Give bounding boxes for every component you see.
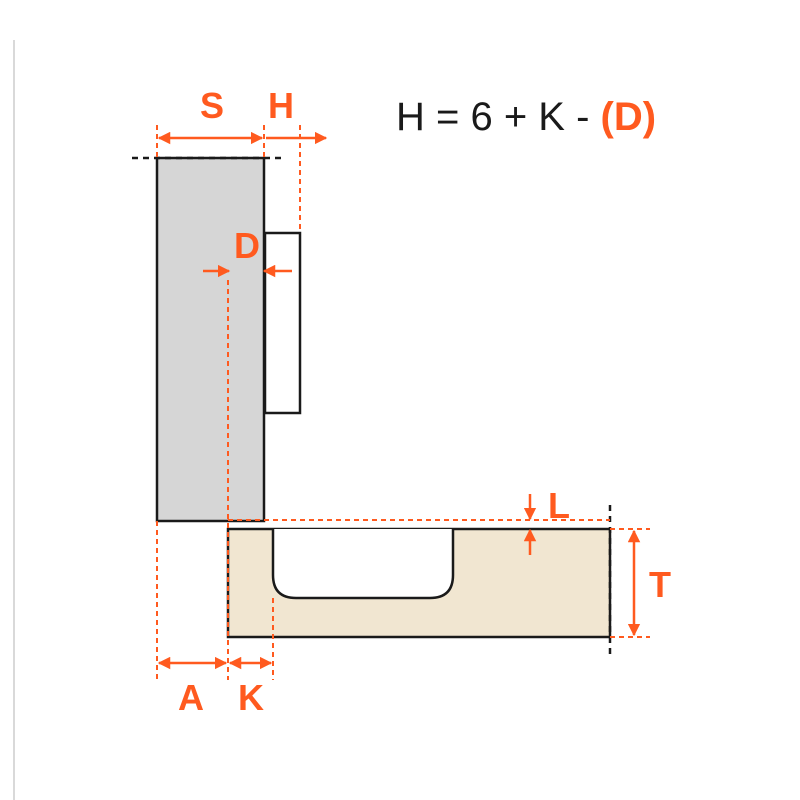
- mounting-plate: [263, 231, 302, 415]
- side-panel: [155, 156, 266, 523]
- formula-highlight: (D): [601, 95, 657, 139]
- formula: H = 6 + K - (D): [396, 95, 656, 139]
- label-s: S: [200, 85, 224, 126]
- label-k: K: [238, 677, 264, 718]
- hinge-cup-recess: [271, 529, 455, 600]
- extension-lines: [156, 125, 650, 680]
- label-a: A: [178, 677, 204, 718]
- dimension-arrows: [157, 131, 641, 670]
- label-t: T: [649, 564, 671, 605]
- label-d: D: [234, 225, 260, 266]
- label-h: H: [268, 85, 294, 126]
- formula-main: H = 6 + K -: [396, 95, 601, 139]
- label-l: L: [548, 485, 570, 526]
